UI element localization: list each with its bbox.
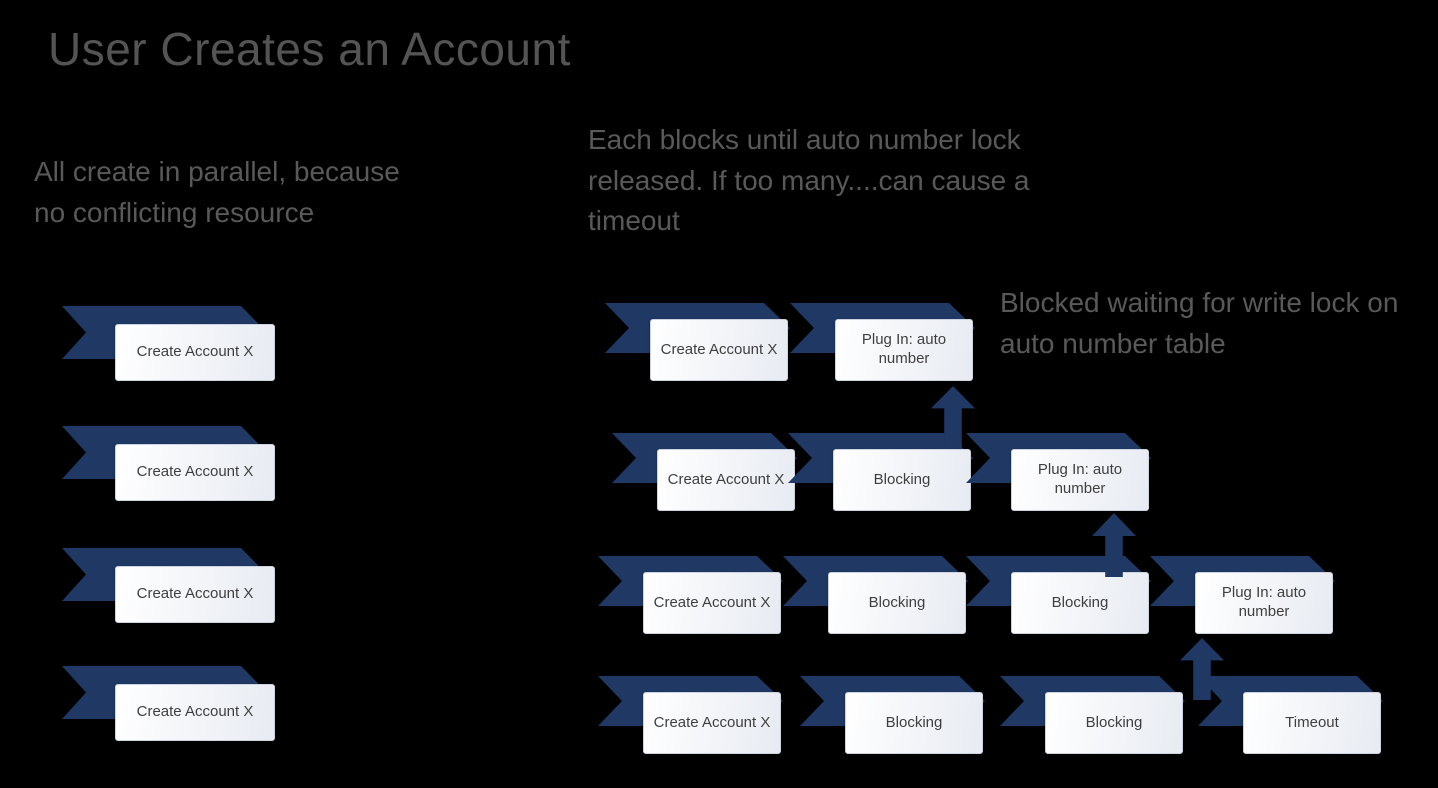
step-timeout: Timeout	[1243, 692, 1381, 754]
step-create-account: Create Account X	[115, 444, 275, 501]
step-create-account: Create Account X	[115, 566, 275, 623]
step-create-account: Create Account X	[115, 324, 275, 381]
step-create-account: Create Account X	[657, 449, 795, 511]
step-create-account: Create Account X	[643, 572, 781, 634]
step-blocking: Blocking	[845, 692, 983, 754]
step-plugin-auto-number: Plug In: auto number	[1195, 572, 1333, 634]
step-create-account: Create Account X	[643, 692, 781, 754]
slide-title: User Creates an Account	[48, 23, 571, 75]
note-parallel: All create in parallel, because no confl…	[34, 156, 400, 228]
step-blocking: Blocking	[1045, 692, 1183, 754]
step-plugin-auto-number: Plug In: auto number	[835, 319, 973, 381]
step-plugin-auto-number: Plug In: auto number	[1011, 449, 1149, 511]
note-blocking: Each blocks until auto number lock relea…	[588, 124, 1030, 237]
step-blocking: Blocking	[828, 572, 966, 634]
step-create-account: Create Account X	[115, 684, 275, 741]
step-blocking: Blocking	[1011, 572, 1149, 634]
note-write-lock: Blocked waiting for write lock on auto n…	[1000, 287, 1399, 359]
step-blocking: Blocking	[833, 449, 971, 511]
step-create-account: Create Account X	[650, 319, 788, 381]
